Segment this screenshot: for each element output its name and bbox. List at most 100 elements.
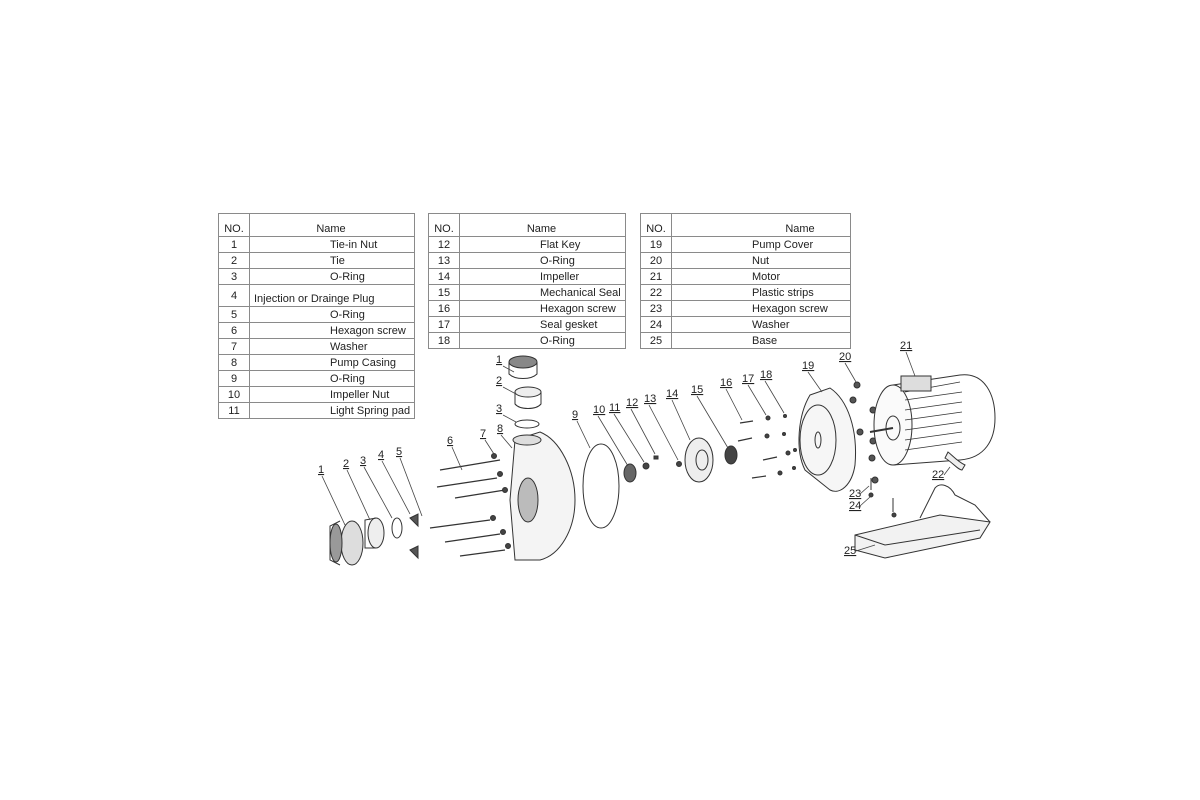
part-number: 12 bbox=[428, 236, 460, 253]
leader-line bbox=[502, 414, 517, 423]
part-number: NO. bbox=[428, 213, 460, 237]
callout-label: 24 bbox=[849, 500, 861, 512]
callout-label: 2 bbox=[343, 458, 349, 470]
callout-label: 3 bbox=[360, 455, 366, 467]
impeller-nut bbox=[623, 463, 637, 483]
part-name: Impeller Nut bbox=[249, 386, 415, 403]
part-number: NO. bbox=[640, 213, 672, 237]
part-name: O-Ring bbox=[459, 332, 626, 349]
motor bbox=[869, 374, 996, 466]
leader-line bbox=[747, 384, 767, 416]
leader-line bbox=[399, 457, 423, 517]
o-ring-front bbox=[391, 517, 403, 539]
leader-line bbox=[859, 496, 871, 507]
part-name: O-Ring bbox=[249, 370, 415, 387]
impeller bbox=[684, 437, 714, 483]
o-ring-9 bbox=[582, 443, 620, 529]
base-screw bbox=[868, 478, 897, 518]
callout-label: 25 bbox=[844, 545, 856, 557]
gaskets-17-18 bbox=[764, 414, 797, 476]
callout-label: 22 bbox=[932, 469, 944, 481]
part-number: 20 bbox=[640, 252, 672, 269]
callout-label: 3 bbox=[496, 403, 502, 415]
leader-line bbox=[502, 386, 517, 395]
leader-line bbox=[381, 460, 411, 515]
leader-line bbox=[630, 408, 656, 455]
table-header: NO.Name bbox=[218, 213, 415, 237]
hexagon-screws-6 bbox=[429, 459, 506, 557]
part-name: Hexagon screw bbox=[459, 300, 626, 317]
tie-front bbox=[364, 517, 385, 549]
leader-line bbox=[855, 544, 876, 552]
nuts-20 bbox=[849, 381, 879, 484]
part-name: Name bbox=[249, 213, 415, 237]
callout-label: 20 bbox=[839, 351, 851, 363]
leader-line bbox=[671, 399, 691, 441]
pump-cover bbox=[798, 387, 857, 492]
leader-line bbox=[648, 404, 679, 461]
leader-line bbox=[321, 475, 346, 526]
spring-pad bbox=[642, 462, 650, 470]
leader-line bbox=[844, 362, 857, 383]
callout-label: 4 bbox=[378, 449, 384, 461]
tie-in-nut-top bbox=[508, 355, 538, 379]
leader-line bbox=[502, 365, 515, 373]
callout-label: 9 bbox=[572, 409, 578, 421]
leader-line bbox=[696, 395, 729, 449]
callout-label: 17 bbox=[742, 373, 754, 385]
callout-label: 2 bbox=[496, 375, 502, 387]
callout-label: 5 bbox=[396, 446, 402, 458]
callout-label: 21 bbox=[900, 340, 912, 352]
leader-line bbox=[859, 485, 870, 495]
callout-label: 1 bbox=[496, 354, 502, 366]
part-number: NO. bbox=[218, 213, 250, 237]
leader-line bbox=[943, 466, 951, 476]
base bbox=[854, 484, 991, 559]
callout-label: 14 bbox=[666, 388, 678, 400]
part-name: Hexagon screw bbox=[671, 300, 851, 317]
part-name: Base bbox=[671, 332, 851, 349]
leader-line bbox=[725, 388, 743, 421]
callout-label: 7 bbox=[480, 428, 486, 440]
callout-label: 8 bbox=[497, 423, 503, 435]
mechanical-seal bbox=[724, 445, 738, 465]
callout-label: 15 bbox=[691, 384, 703, 396]
callout-label: 23 bbox=[849, 488, 861, 500]
plastic-strip bbox=[944, 451, 966, 471]
leader-line bbox=[363, 466, 393, 519]
drain-plug bbox=[409, 513, 419, 560]
callout-label: 10 bbox=[593, 404, 605, 416]
part-number: 22 bbox=[640, 284, 672, 301]
part-name: Plastic strips bbox=[671, 284, 851, 301]
leader-line bbox=[576, 420, 591, 449]
leader-line bbox=[500, 434, 513, 449]
leader-line bbox=[613, 413, 645, 463]
callout-label: 1 bbox=[318, 464, 324, 476]
leader-line bbox=[346, 469, 371, 521]
leader-line bbox=[807, 371, 823, 393]
part-name: Light Spring pad bbox=[249, 402, 415, 419]
part-name: Injection or Drainge Plug bbox=[249, 284, 415, 307]
part-number: 24 bbox=[640, 316, 672, 333]
callout-label: 6 bbox=[447, 435, 453, 447]
part-number: 11 bbox=[218, 402, 250, 419]
o-ring-13 bbox=[676, 461, 682, 467]
pump-casing bbox=[509, 431, 576, 561]
part-number: 25 bbox=[640, 332, 672, 349]
callout-label: 11 bbox=[609, 402, 620, 414]
leader-line bbox=[451, 446, 463, 471]
part-number: 18 bbox=[428, 332, 460, 349]
part-name: Pump Cover bbox=[671, 236, 851, 253]
flat-key bbox=[653, 455, 659, 460]
o-ring-top bbox=[514, 419, 540, 429]
